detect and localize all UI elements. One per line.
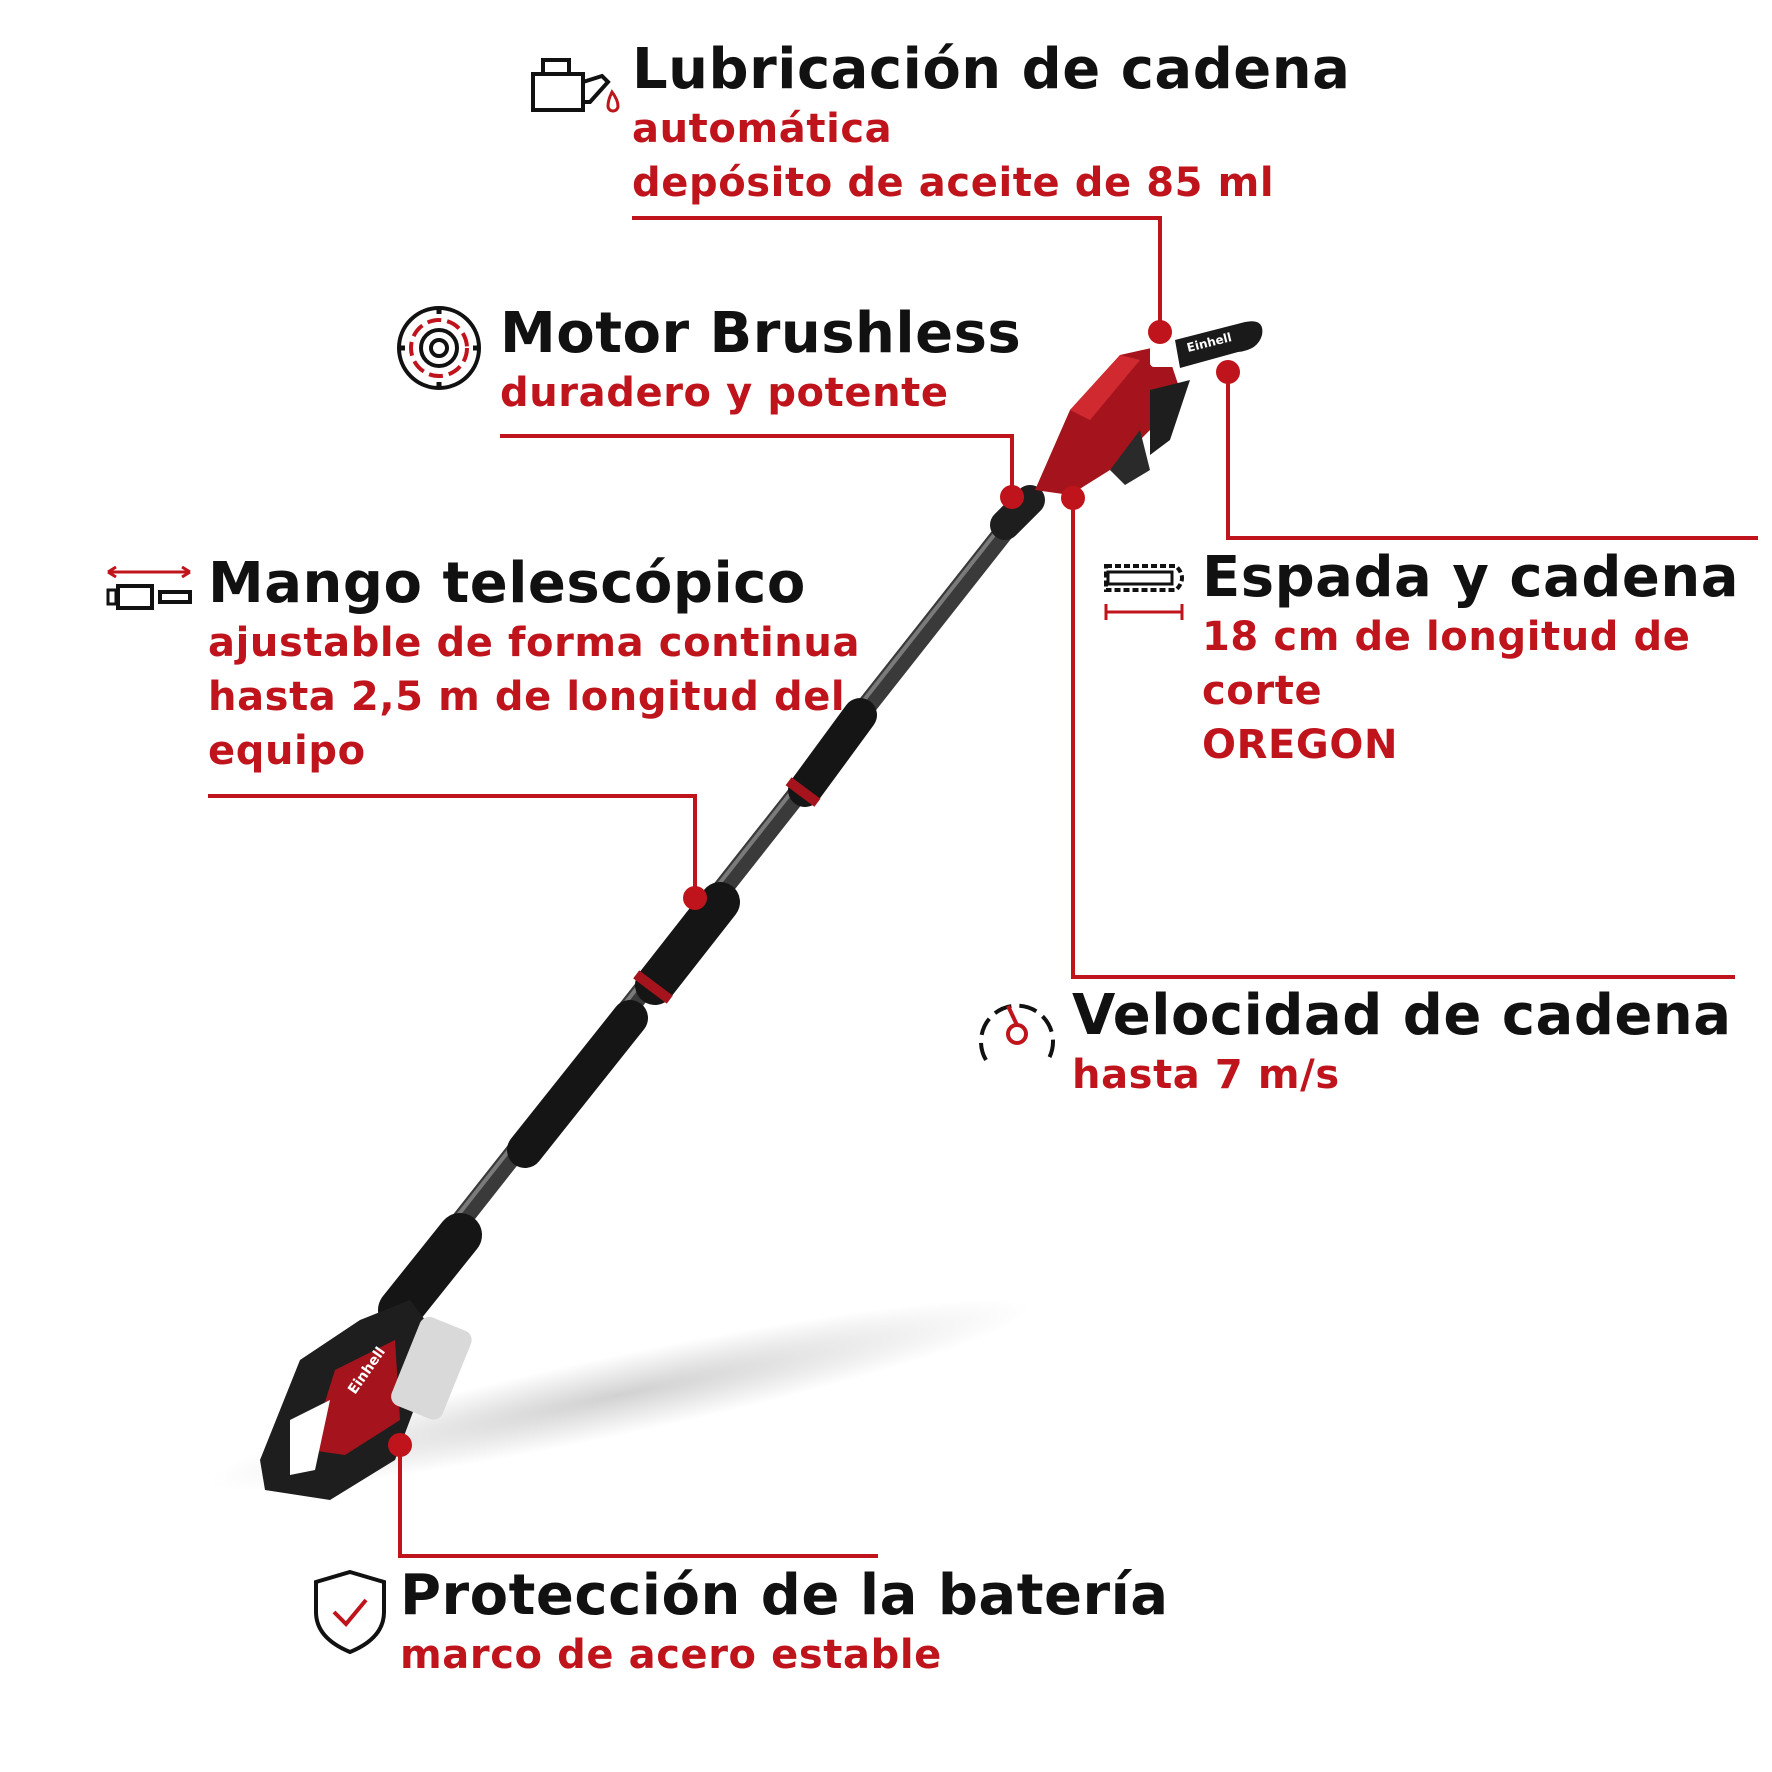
chain-bar-icon: [1104, 564, 1184, 620]
feature-bar-chain: Espada y cadena 18 cm de longitud de cor…: [1202, 546, 1739, 772]
feature-line: 18 cm de longitud de: [1202, 614, 1691, 660]
dot-battery: [388, 1433, 412, 1457]
oil-can-icon: [531, 58, 620, 113]
leader-battery: [398, 1445, 878, 1558]
feature-title: Velocidad de cadena: [1072, 983, 1732, 1048]
speedometer-icon: [979, 1003, 1055, 1062]
dot-chain-speed: [1061, 486, 1085, 510]
leader-lubrication: [632, 216, 1162, 332]
leader-telescopic: [208, 794, 697, 898]
feature-line: marco de acero estable: [400, 1632, 942, 1678]
feature-title: Espada y cadena: [1202, 545, 1740, 610]
feature-line: corte: [1202, 668, 1323, 714]
floor-shadow: [209, 1299, 1031, 1491]
rear-handle: Einhell: [260, 1300, 472, 1500]
leader-lines: [208, 216, 1758, 1558]
leader-dots: [388, 320, 1240, 1457]
feature-telescopic: Mango telescópico ajustable de forma con…: [208, 552, 860, 778]
feature-line: duradero y potente: [500, 370, 949, 416]
feature-motor: Motor Brushless duradero y potente: [500, 302, 1021, 420]
motor-head: Einhell: [990, 321, 1263, 540]
feature-line: ajustable de forma continua: [208, 620, 861, 666]
feature-line: equipo: [208, 728, 366, 774]
feature-title: Protección de la batería: [400, 1563, 1169, 1628]
shield-check-icon: [314, 1569, 386, 1655]
feature-line: automática: [632, 106, 893, 152]
feature-title: Motor Brushless: [500, 301, 1022, 366]
dot-telescopic: [683, 886, 707, 910]
feature-lubrication: Lubricación de cadena automática depósit…: [632, 38, 1350, 210]
dot-lubrication: [1148, 320, 1172, 344]
feature-line: OREGON: [1202, 722, 1399, 768]
leader-bar-chain: [1226, 372, 1758, 540]
feature-line: depósito de aceite de 85 ml: [632, 160, 1275, 206]
dot-bar-chain: [1216, 360, 1240, 384]
feature-line: hasta 7 m/s: [1072, 1052, 1340, 1098]
leader-chain-speed: [1071, 498, 1735, 979]
feature-chain-speed: Velocidad de cadena hasta 7 m/s: [1072, 984, 1732, 1102]
telescopic-pole: [378, 495, 1035, 1332]
feature-line: hasta 2,5 m de longitud del: [208, 674, 846, 720]
telescopic-handle-icon: [106, 566, 192, 610]
leader-motor: [500, 434, 1014, 497]
brushless-motor-icon: [397, 306, 481, 390]
feature-battery: Protección de la batería marco de acero …: [400, 1564, 1169, 1682]
dot-motor: [1000, 485, 1024, 509]
chain-bar: [1175, 321, 1263, 368]
feature-title: Mango telescópico: [208, 551, 806, 616]
feature-title: Lubricación de cadena: [632, 37, 1351, 102]
